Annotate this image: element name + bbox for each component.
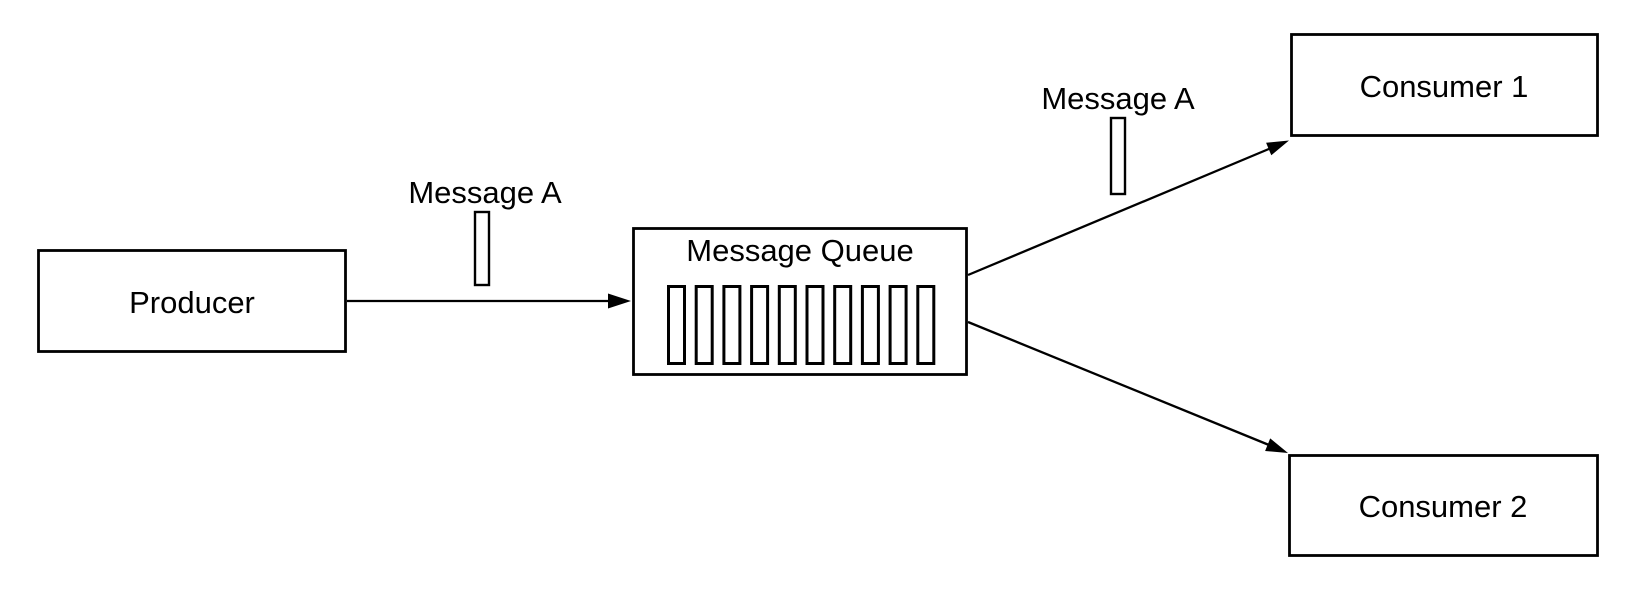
message-queue-box (632, 227, 968, 376)
consumer2-box (1288, 454, 1599, 557)
producer-label: Producer (129, 285, 255, 320)
queue-message-bar (888, 285, 908, 365)
message-icon (1109, 116, 1127, 196)
consumer1-box (1290, 33, 1599, 137)
consumer2-node: Consumer 2 (1288, 454, 1599, 557)
edge-line-queue-consumer1 (967, 147, 1271, 277)
queue-message-bar (777, 285, 797, 365)
consumer1-label: Consumer 1 (1360, 69, 1529, 104)
queue-message-bar (694, 285, 714, 365)
producer-box (37, 249, 347, 353)
consumer2-label: Consumer 2 (1359, 489, 1528, 524)
queue-message-bar (860, 285, 880, 365)
queue-message-bar (916, 285, 936, 365)
edge-producer-to-queue: Message A (347, 175, 631, 309)
queue-messages (667, 285, 936, 365)
queue-message-bar (805, 285, 825, 365)
message-icon (473, 210, 491, 287)
message-queue-title: Message Queue (686, 233, 913, 268)
edge-queue-to-consumer2 (967, 320, 1288, 453)
consumer1-node: Consumer 1 (1290, 33, 1599, 137)
arrowhead-icon (1266, 140, 1289, 156)
message-a-label-1: Message A (408, 175, 562, 210)
edge-line-queue-consumer2 (967, 320, 1270, 447)
queue-message-bar (833, 285, 853, 365)
arrowhead-icon (1265, 438, 1288, 453)
edge-queue-to-consumer1: Message A (967, 81, 1289, 277)
message-a-label-2: Message A (1041, 81, 1195, 116)
queue-message-bar (750, 285, 770, 365)
queue-message-bar (722, 285, 742, 365)
queue-message-bar (667, 285, 686, 365)
arrowhead-icon (608, 293, 631, 309)
message-queue-node: Message Queue (632, 227, 968, 376)
producer-node: Producer (37, 249, 347, 353)
